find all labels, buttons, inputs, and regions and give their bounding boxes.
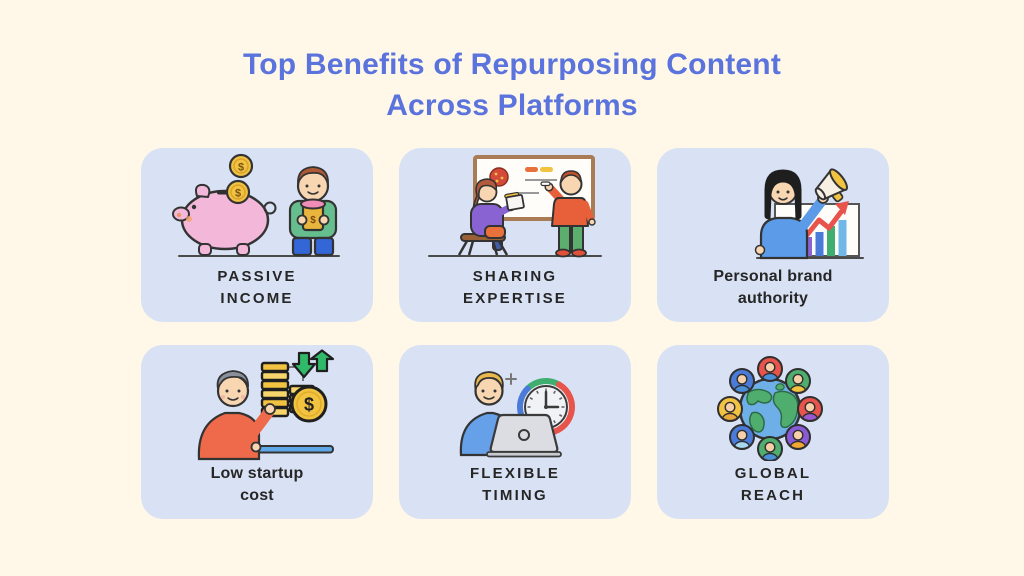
- dollar-coin-icon: $: [290, 385, 328, 423]
- card-label-line-1: GLOBAL: [734, 465, 812, 482]
- dollar-symbol: $: [238, 162, 244, 174]
- megaphone-growth-chart-icon: [754, 168, 864, 260]
- card-label-line-2: INCOME: [220, 290, 294, 307]
- notebook-icon: [504, 191, 525, 211]
- benefits-grid: $ $: [141, 148, 889, 519]
- dollar-symbol: $: [235, 188, 241, 200]
- card-label-line-1: FLEXIBLE: [469, 465, 561, 482]
- avatar-right-icon: [797, 396, 823, 422]
- person-figure: [197, 370, 276, 461]
- card-label-line-1: Personal brand: [713, 268, 833, 285]
- marker-icon: [540, 181, 551, 187]
- card-label-line-2: EXPERTISE: [463, 290, 567, 307]
- piggy-bank-savings-icon: $ $: [172, 153, 340, 257]
- avatar-left-icon: [717, 396, 743, 422]
- card-label-line-2: authority: [737, 290, 809, 307]
- plus-sparkle-icon: [505, 373, 517, 385]
- card-sharing-expertise: SHARING EXPERTISE: [399, 148, 631, 322]
- card-label: GLOBAL REACH: [735, 463, 812, 507]
- globe-community-icon: [717, 356, 823, 461]
- card-label: FLEXIBLE TIMING: [470, 463, 560, 507]
- card-flexible-timing: FLEXIBLE TIMING: [399, 345, 631, 519]
- coin-stacks-desk-icon: $: [197, 349, 335, 461]
- dollar-symbol: $: [310, 215, 316, 226]
- avatar-top-left-icon: [729, 368, 755, 394]
- title-line-1: Top Benefits of Repurposing Content: [242, 48, 782, 81]
- laptop-icon: [486, 413, 562, 458]
- piggy-bank-icon: [172, 183, 277, 256]
- down-arrow-icon: [291, 351, 317, 379]
- money-jar-icon: $: [300, 198, 326, 232]
- dollar-symbol: $: [304, 395, 314, 415]
- card-label-line-2: REACH: [740, 487, 806, 504]
- card-passive-income: $ $: [141, 148, 373, 322]
- card-label: PASSIVE INCOME: [217, 266, 296, 310]
- avatar-top-icon: [757, 356, 783, 382]
- avatar-bottom-right-icon: [785, 424, 811, 450]
- card-global-reach: GLOBAL REACH: [657, 345, 889, 519]
- piggy-tail: [263, 201, 277, 215]
- teacher-figure: [540, 170, 596, 258]
- megaphone-icon: [814, 168, 848, 203]
- card-label: Personal brand authority: [713, 266, 832, 310]
- card-label: SHARING EXPERTISE: [463, 266, 567, 310]
- title-line-2: Across Platforms: [386, 89, 638, 122]
- card-personal-brand-authority: Personal brand authority: [657, 148, 889, 322]
- woman-figure: [754, 169, 829, 260]
- avatar-bottom-left-icon: [729, 424, 755, 450]
- boy-figure: $: [288, 166, 338, 257]
- whiteboard-teaching-icon: [428, 155, 602, 258]
- infographic-title: Top Benefits of Repurposing Content Acro…: [0, 44, 1024, 126]
- up-arrow-icon: [309, 349, 335, 373]
- card-label-line-1: SHARING: [472, 268, 558, 285]
- laptop-clock-icon: [459, 371, 575, 458]
- card-label: Low startup cost: [211, 463, 304, 507]
- coin-icon: $: [225, 179, 251, 205]
- avatar-top-right-icon: [785, 368, 811, 394]
- student-figure: [457, 178, 525, 256]
- card-label-line-2: TIMING: [482, 487, 548, 504]
- card-label-line-1: PASSIVE: [217, 268, 297, 285]
- avatar-bottom-icon: [757, 436, 783, 461]
- card-label-line-2: cost: [240, 487, 274, 504]
- card-low-startup-cost: $ Low star: [141, 345, 373, 519]
- card-label-line-1: Low startup: [210, 465, 304, 482]
- coin-icon: $: [228, 153, 254, 179]
